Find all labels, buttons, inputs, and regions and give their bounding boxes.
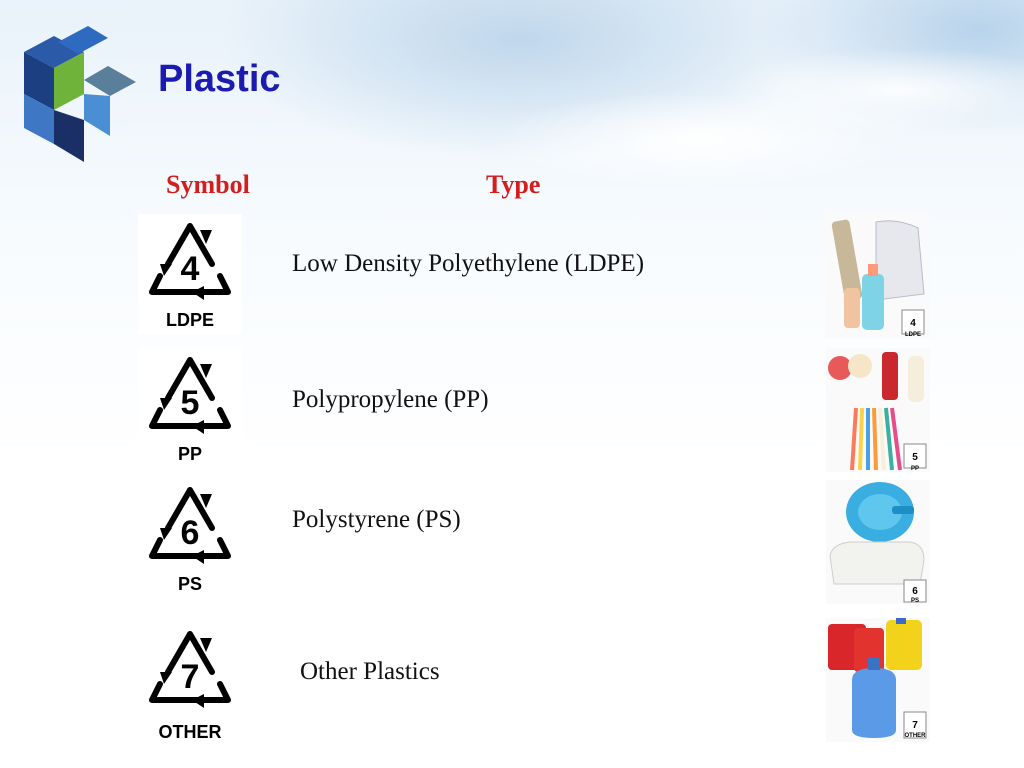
- svg-text:PS: PS: [178, 574, 202, 594]
- svg-text:7: 7: [912, 720, 918, 731]
- svg-text:7: 7: [181, 658, 200, 696]
- svg-text:PP: PP: [178, 444, 202, 464]
- pp-products-photo: 5 PP: [826, 348, 930, 472]
- plastic-row-ps: 6 PS Polystyrene (PS) 6 PS: [0, 478, 1024, 604]
- svg-text:6: 6: [181, 514, 200, 552]
- plastic-type-label: Low Density Polyethylene (LDPE): [292, 250, 645, 277]
- svg-text:5: 5: [912, 452, 918, 463]
- svg-text:6: 6: [912, 586, 918, 597]
- plastic-type-label: Polypropylene (PP): [292, 386, 489, 413]
- svg-text:OTHER: OTHER: [905, 733, 927, 739]
- recycling-symbol-icon: 5 PP: [138, 348, 242, 468]
- other-plastics-products-photo: 7 OTHER: [826, 618, 930, 742]
- svg-text:5: 5: [181, 384, 200, 422]
- logo-icon: [24, 26, 136, 162]
- ps-products-photo: 6 PS: [826, 480, 930, 604]
- recycling-symbol-icon: 7 OTHER: [138, 622, 242, 742]
- svg-text:4: 4: [910, 318, 916, 329]
- type-column-header: Type: [486, 170, 541, 199]
- plastic-type-label: Other Plastics: [300, 658, 440, 685]
- svg-text:OTHER: OTHER: [159, 722, 222, 742]
- symbol-column-header: Symbol: [166, 170, 250, 199]
- recycling-symbol-icon: 6 PS: [138, 478, 242, 598]
- plastic-row-pp: 5 PP Polypropylene (PP) 5 PP: [0, 348, 1024, 472]
- recycling-symbol-icon: 4 LDPE: [138, 214, 242, 334]
- plastic-row-ldpe: 4 LDPE Low Density Polyethylene (LDPE) 4…: [0, 214, 1024, 338]
- ldpe-products-photo: 4 LDPE: [826, 214, 930, 338]
- svg-text:4: 4: [181, 250, 200, 288]
- svg-text:LDPE: LDPE: [905, 332, 921, 338]
- slide-title: Plastic: [158, 58, 281, 100]
- svg-text:PP: PP: [911, 466, 919, 472]
- svg-text:PS: PS: [911, 598, 919, 604]
- plastic-type-label: Polystyrene (PS): [292, 506, 461, 533]
- svg-text:LDPE: LDPE: [166, 310, 214, 330]
- plastic-row-other: 7 OTHER Other Plastics 7 OTHER: [0, 618, 1024, 742]
